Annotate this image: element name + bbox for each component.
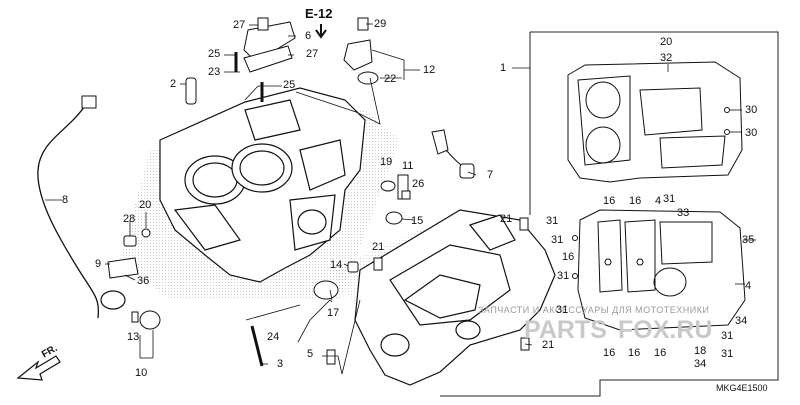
callout-19[interactable]: 19 [380,156,393,168]
callout-4[interactable]: 4 [745,280,752,292]
callout-31[interactable]: 31 [546,215,559,227]
callout-26[interactable]: 26 [412,178,425,190]
callout-16[interactable]: 16 [654,347,667,359]
upper-gasket [567,61,743,183]
callout-31[interactable]: 31 [721,348,734,360]
lower-crankcase [354,209,556,386]
lower-gasket [572,209,746,331]
callout-16[interactable]: 16 [628,347,641,359]
callout-27[interactable]: 27 [233,19,246,31]
upper-crankcase [159,87,366,283]
callout-34[interactable]: 34 [694,358,707,370]
callout-9[interactable]: 9 [95,258,102,270]
callout-17[interactable]: 17 [327,307,340,319]
callout-5[interactable]: 5 [307,348,314,360]
callout-7[interactable]: 7 [487,169,494,181]
callout-16[interactable]: 16 [603,195,616,207]
callout-35[interactable]: 35 [742,234,755,246]
callout-25[interactable]: 25 [283,79,296,91]
callout-13[interactable]: 13 [127,331,140,343]
callout-22[interactable]: 22 [384,73,397,85]
callout-1[interactable]: 1 [500,62,507,74]
oil-pressure-switch [100,290,126,310]
callout-24[interactable]: 24 [267,331,280,343]
callout-6[interactable]: 6 [305,30,312,42]
callout-25[interactable]: 25 [208,48,221,60]
callout-33[interactable]: 33 [677,207,690,219]
callout-28[interactable]: 28 [123,213,136,225]
callout-11[interactable]: 11 [402,160,414,172]
leader-lines [45,23,756,375]
callout-34[interactable]: 34 [735,315,748,327]
callout-16[interactable]: 16 [603,347,616,359]
diagram-code: MKG4E1500 [716,383,768,393]
callout-31[interactable]: 31 [663,193,676,205]
callout-20[interactable]: 20 [139,199,152,211]
callout-12[interactable]: 12 [423,64,436,76]
callout-31[interactable]: 31 [556,304,569,316]
callout-21[interactable]: 21 [542,339,555,351]
small-parts [107,17,530,367]
callout-10[interactable]: 10 [135,367,148,379]
callout-4[interactable]: 4 [655,195,662,207]
callout-18[interactable]: 18 [694,345,707,357]
callout-16[interactable]: 16 [562,251,575,263]
harness-connector [81,95,97,109]
callout-29[interactable]: 29 [374,18,387,30]
callout-32[interactable]: 32 [660,52,673,64]
callout-31[interactable]: 31 [551,234,564,246]
callout-30[interactable]: 30 [745,104,758,116]
callout-3[interactable]: 3 [277,358,284,370]
callout-30[interactable]: 30 [745,127,758,139]
direction-arrow [16,355,61,381]
callout-27[interactable]: 27 [306,48,319,60]
callout-15[interactable]: 15 [411,215,424,227]
callout-14[interactable]: 14 [330,259,343,271]
callout-21[interactable]: 21 [500,213,513,225]
watermark-logo-left: PARTS [524,316,607,344]
callout-31[interactable]: 31 [721,330,734,342]
watermark-logo-right: FOX.RU [618,316,713,344]
callout-21[interactable]: 21 [372,241,385,253]
callout-31[interactable]: 31 [557,270,570,282]
frame-border [440,31,779,397]
callout-20[interactable]: 20 [660,36,673,48]
callout-23[interactable]: 23 [208,66,221,78]
callout-8[interactable]: 8 [62,194,69,206]
callout-16[interactable]: 16 [629,195,642,207]
watermark-caption: ЗАПЧАСТИ И АКСЕССУАРЫ ДЛЯ МОТОТЕХНИКИ [478,305,710,315]
wiring-harness [37,103,100,319]
reference-arrow [315,24,327,39]
reference-label[interactable]: E-12 [305,6,333,21]
callout-2[interactable]: 2 [170,78,177,90]
callout-36[interactable]: 36 [137,275,150,287]
